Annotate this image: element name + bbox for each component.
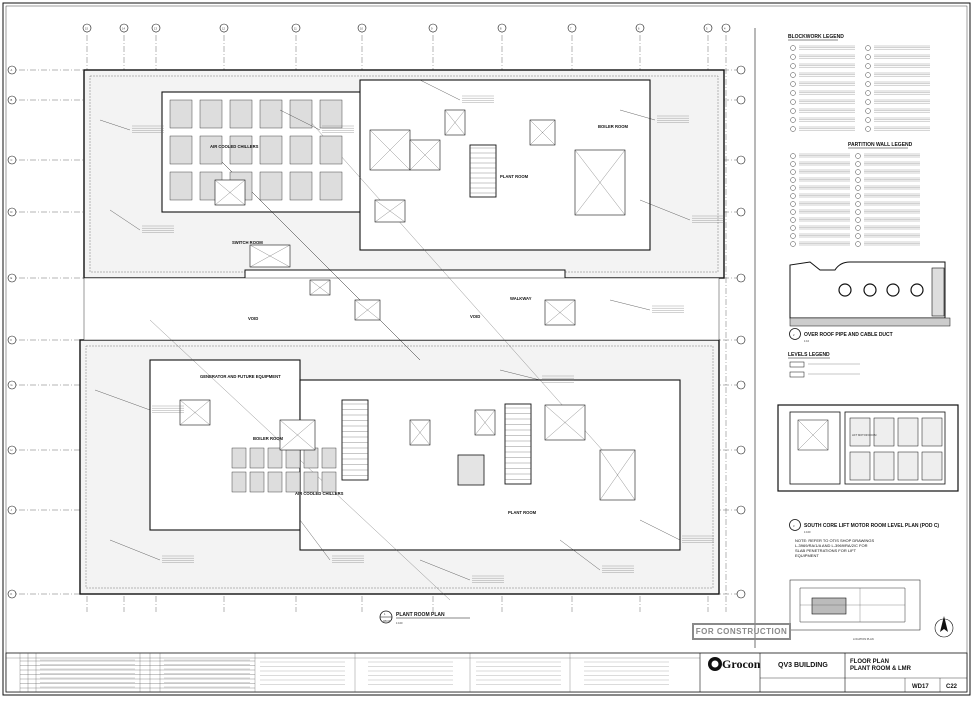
svg-text:WD17: WD17 <box>383 619 391 623</box>
location-plan: LOCATION PLAN <box>789 579 954 641</box>
grid-bubble-label: 14 <box>122 27 125 31</box>
drawing-title-2: PLANT ROOM & LMR <box>850 666 912 672</box>
row-bubble-label: D <box>11 210 13 214</box>
plant-room-plan: AIR COOLED CHILLERS PLANT ROOM BOILER RO… <box>79 69 725 625</box>
detail2-scale: 1:100 <box>804 530 811 534</box>
detail2-title: SOUTH CORE LIFT MOTOR ROOM LEVEL PLAN (P… <box>804 523 939 529</box>
detail1-scale: 1:10 <box>804 339 810 343</box>
grid-bubble-label: 5 <box>706 27 708 31</box>
row-bubble-label: F <box>11 338 13 342</box>
room-void-2: VOID <box>470 314 480 319</box>
title-block: Grocon QV3 BUILDING FLOOR PLAN PLANT ROO… <box>5 652 968 693</box>
svg-text:1: 1 <box>384 612 386 616</box>
firm-name: Grocon <box>722 657 761 671</box>
revision: C22 <box>946 684 958 690</box>
right-panel: BLOCKWORK LEGEND PARTITION WALL LEGEND 2… <box>754 28 959 648</box>
row-bubble-label: E <box>11 276 13 280</box>
svg-text:2: 2 <box>793 333 795 337</box>
drawing-number: WD17 <box>912 684 929 690</box>
room-plant-room-1: PLANT ROOM <box>500 174 529 179</box>
grid-bubble-label: 10 <box>360 27 363 31</box>
building-name: QV3 BUILDING <box>778 662 828 669</box>
row-bubble-label: C <box>11 158 13 162</box>
revision-table <box>19 653 669 692</box>
partition-legend-title: PARTITION WALL LEGEND <box>848 142 913 148</box>
blockwork-legend-title: BLOCKWORK LEGEND <box>788 34 844 40</box>
grid-bubble-label: 11 <box>294 27 297 31</box>
row-bubble-label: J <box>11 508 13 512</box>
grid-bubble-label: 9 <box>431 27 433 31</box>
lmr-plan: LIFT MOTOR ROOM 3 SOUTH CORE LIFT MOTOR … <box>777 404 959 534</box>
row-bubble-label: B <box>11 98 13 102</box>
grid-bubble-label: 15 <box>85 27 88 31</box>
duct-detail: 2 OVER ROOF PIPE AND CABLE DUCT 1:10 <box>789 261 951 343</box>
grid-bubble-label: 12 <box>222 27 225 31</box>
blockwork-legend-entries <box>790 45 930 132</box>
svg-text:3: 3 <box>793 524 795 528</box>
row-bubble-label: H <box>11 448 13 452</box>
row-bubble-label: K <box>11 592 13 596</box>
row-bubble-label: A <box>11 68 13 72</box>
stair-core-upper <box>470 147 496 194</box>
for-construction-stamp: FOR CONSTRUCTION <box>692 623 791 640</box>
room-air-cooled-chillers-2: AIR COOLED CHILLERS <box>295 491 344 496</box>
equipment-blocks <box>179 109 636 501</box>
grid-bubble-label: 7 <box>570 27 572 31</box>
grid-bubble-label: 4 <box>724 27 726 31</box>
plan-scale: 1:100 <box>396 621 403 625</box>
room-switch-room: SWITCH ROOM <box>232 240 263 245</box>
room-generator: GENERATOR AND FUTURE EQUIPMENT <box>200 374 281 379</box>
detail1-title: OVER ROOF PIPE AND CABLE DUCT <box>804 332 893 338</box>
room-void-1: VOID <box>248 316 258 321</box>
room-walkway-label: WALKWAY <box>510 296 532 301</box>
partition-legend-entries <box>790 153 920 247</box>
drawing-title-1: FLOOR PLAN <box>850 659 889 665</box>
levels-legend-title: LEVELS LEGEND <box>788 352 830 358</box>
room-boiler-room-2: BOILER ROOM <box>253 436 284 441</box>
lift-note: NOTE: REFER TO OTIS SHOP DRAWINGS L-3969… <box>795 538 875 558</box>
room-plant-room-2: PLANT ROOM <box>508 510 537 515</box>
room-air-cooled-chillers-1: AIR COOLED CHILLERS <box>210 144 259 149</box>
plan-annotations <box>94 79 724 583</box>
location-plan-title: LOCATION PLAN <box>853 637 874 641</box>
lmr-label: LIFT MOTOR ROOM <box>852 433 876 437</box>
room-boiler-room-1: BOILER ROOM <box>598 124 629 129</box>
grid-bubble-label: 13 <box>154 27 157 31</box>
stair-core-lower <box>342 403 531 480</box>
grid-bubble-label: 6 <box>638 27 640 31</box>
plan-title: PLANT ROOM PLAN <box>396 612 445 618</box>
grid-bubble-label: 8 <box>500 27 502 31</box>
row-bubble-label: G <box>11 383 13 387</box>
